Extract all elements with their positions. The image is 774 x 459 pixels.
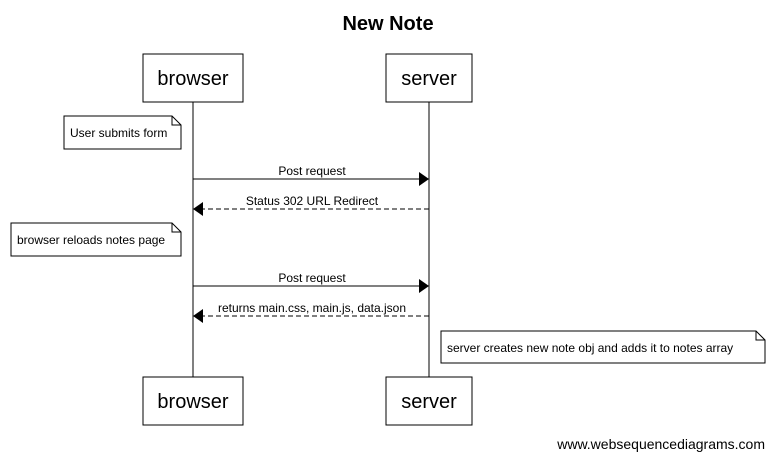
diagram-title: New Note [342,13,433,35]
message-returns-assets: returns main.css, main.js, data.json [193,301,429,323]
note-user-submits-form-text: User submits form [70,126,167,140]
participant-server-bottom: server [385,376,473,426]
arrowhead-left-icon [193,202,203,216]
participant-server-top: server [385,53,473,103]
participant-browser-bottom-label: browser [157,391,228,413]
message-post-request-1: Post request [193,164,429,186]
participant-server-bottom-label: server [401,391,457,413]
note-user-submits-form: User submits form [63,115,182,150]
participant-browser-top: browser [142,53,244,103]
message-post-request-1-label: Post request [278,164,346,178]
message-status-302-redirect: Status 302 URL Redirect [193,194,429,216]
note-browser-reloads-notes-page: browser reloads notes page [10,222,182,257]
message-returns-assets-label: returns main.css, main.js, data.json [218,301,406,315]
arrowhead-right-icon [419,172,429,186]
note-server-creates-note: server creates new note obj and adds it … [440,330,766,364]
participant-server-top-label: server [401,68,457,90]
message-post-request-2-label: Post request [278,271,346,285]
participant-browser-bottom: browser [142,376,244,426]
watermark-link[interactable]: www.websequencediagrams.com [556,436,765,452]
message-status-302-redirect-label: Status 302 URL Redirect [246,194,379,208]
message-post-request-2: Post request [193,271,429,293]
arrowhead-right-icon [419,279,429,293]
note-browser-reloads-notes-page-text: browser reloads notes page [17,233,165,247]
arrowhead-left-icon [193,309,203,323]
note-server-creates-note-text: server creates new note obj and adds it … [447,341,733,355]
participant-browser-top-label: browser [157,68,228,90]
